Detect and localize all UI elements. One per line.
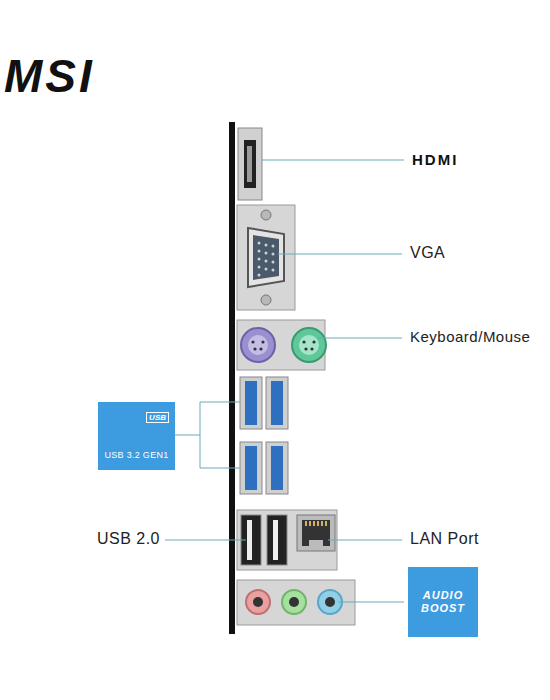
badge-text: AUDIO BOOST xyxy=(418,589,468,614)
port-label: Keyboard/Mouse xyxy=(410,328,530,345)
panel-bar xyxy=(229,122,235,634)
port-label: USB 2.0 xyxy=(97,530,160,548)
usb3-ports xyxy=(240,377,288,494)
port-label: LAN Port xyxy=(410,530,479,548)
port-label: VGA xyxy=(410,244,445,262)
leader-lines xyxy=(165,160,404,602)
feature-badge: AUDIO BOOST xyxy=(408,567,478,637)
vga-port xyxy=(237,205,295,310)
audio-jacks xyxy=(237,580,355,625)
badge-text: USB 3.2 GEN1 xyxy=(104,450,168,460)
ps2-ports xyxy=(237,320,326,370)
badge-logo: USB xyxy=(146,412,169,423)
usb2-lan-ports xyxy=(237,510,337,570)
feature-badge: USB USB 3.2 GEN1 xyxy=(98,402,175,470)
hdmi-port xyxy=(238,128,262,200)
port-label: HDMI xyxy=(412,151,458,168)
brand-logo: MSI xyxy=(4,50,95,103)
